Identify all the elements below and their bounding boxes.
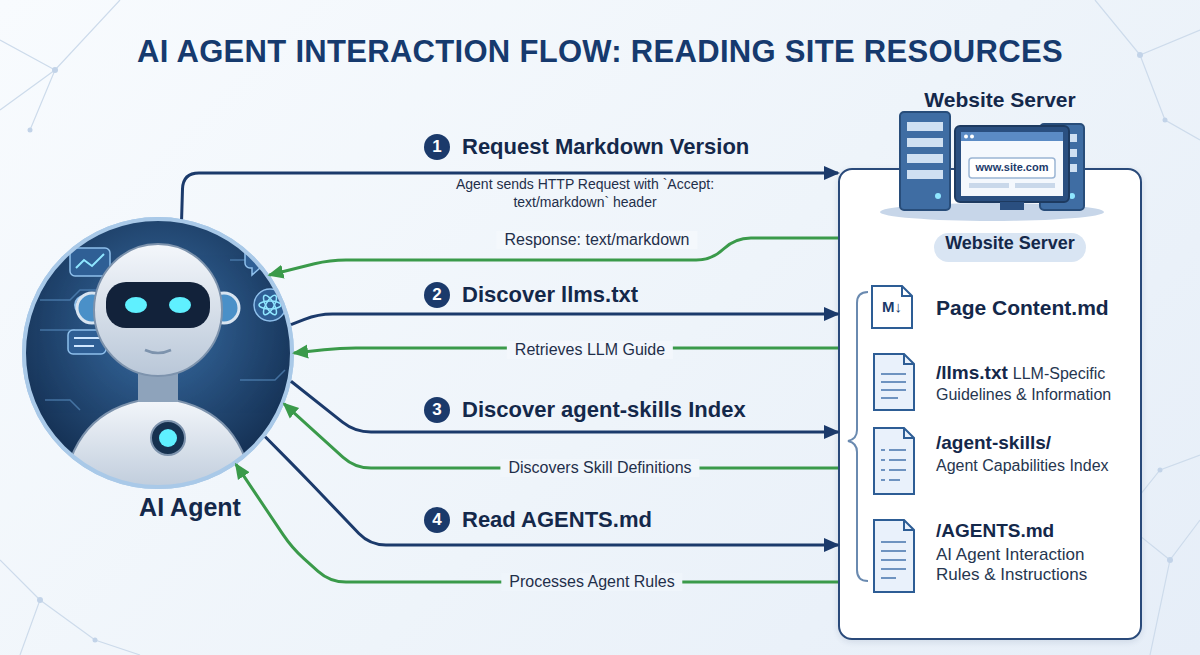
edge-label: Request Markdown Version xyxy=(462,134,749,160)
decor-circle xyxy=(1137,52,1143,58)
decor-line xyxy=(256,257,278,259)
decor-rect xyxy=(907,154,943,163)
decor-line xyxy=(256,250,284,252)
decor-circle xyxy=(1167,557,1173,563)
request-note: Agent sends HTTP Request with `Accept: t… xyxy=(455,176,715,211)
node-heading: /agent-skills/ xyxy=(936,432,1128,454)
node-heading: /llms.txt xyxy=(936,362,1008,383)
decor-rect xyxy=(1047,149,1077,157)
node-heading: Website Server xyxy=(848,88,1152,112)
edge-label: Retrieves LLM Guide xyxy=(507,341,673,359)
node-heading: /AGENTS.md xyxy=(936,520,1128,542)
node-body: Agent Capabilities Index xyxy=(936,457,1128,475)
decor-circle xyxy=(964,135,968,139)
request-arrow xyxy=(265,437,838,545)
agent-circle: AI Agent xyxy=(20,215,296,491)
node-heading: AI Agent xyxy=(115,493,265,522)
markdown-icon-text: M↓ xyxy=(872,298,912,315)
edge-label: Read AGENTS.md xyxy=(462,507,652,533)
text-block: /AGENTS.md AI Agent Interaction Rules & I… xyxy=(936,520,1128,585)
decor-rect xyxy=(907,138,943,147)
text-block: Page Content.md xyxy=(936,280,1136,336)
decor-circle xyxy=(37,597,43,603)
edge-label: Processes Agent Rules xyxy=(501,573,682,591)
callout-number: 3 xyxy=(424,397,450,423)
node-body: AI Agent Interaction Rules & Instruction… xyxy=(936,545,1128,585)
edge-label: Discovers Skill Definitions xyxy=(500,459,699,477)
text-block: /agent-skills/Agent Capabilities Index xyxy=(936,432,1128,475)
callout-number: 1 xyxy=(424,134,450,160)
decor-rect xyxy=(1047,134,1077,142)
file-item: Page Content.md xyxy=(868,280,1138,336)
server-container: Website ServerWebsite ServerPage Content… xyxy=(838,168,1142,640)
agent-circle-shape xyxy=(24,219,292,487)
response-arrow xyxy=(236,464,838,582)
decor-polyline xyxy=(0,560,40,655)
diagram-title: AI AGENT INTERACTION FLOW: READING SITE … xyxy=(10,34,1190,70)
edge-label: Response: text/markdown xyxy=(497,231,698,249)
decor-circle xyxy=(970,135,974,139)
decor-rect xyxy=(961,132,1063,141)
edge-label: Discover llms.txt xyxy=(462,282,638,308)
file-item: /agent-skills/Agent Capabilities Index xyxy=(868,424,1138,498)
decor-polyline xyxy=(1140,55,1200,140)
edge-label: Discover agent-skills Index xyxy=(462,397,746,423)
decor-polyline xyxy=(1150,520,1200,655)
request-arrow xyxy=(182,173,838,219)
decor-polyline xyxy=(1095,0,1200,55)
decor-circle xyxy=(1163,118,1168,123)
decor-circle xyxy=(93,638,98,643)
decor-polyline xyxy=(40,600,140,655)
decor-circle xyxy=(52,67,58,73)
node-heading: Page Content.md xyxy=(936,296,1109,320)
text-block: /llms.txtLLM-Specific Guidelines & Infor… xyxy=(936,362,1128,406)
callout-number: 4 xyxy=(424,507,450,533)
robot-ring xyxy=(24,219,292,487)
decor-polyline xyxy=(0,40,55,130)
circle-outline xyxy=(20,215,296,491)
file-item: /llms.txtLLM-Specific Guidelines & Infor… xyxy=(868,350,1138,416)
request-arrow xyxy=(291,381,838,432)
decor-polyline xyxy=(0,0,120,110)
file-item: /AGENTS.md AI Agent Interaction Rules & I… xyxy=(868,516,1138,600)
request-arrow xyxy=(291,314,838,325)
decor-circle xyxy=(1158,468,1163,473)
callout-number: 2 xyxy=(424,282,450,308)
server-pill: Website Server xyxy=(934,233,1086,262)
decor-rect xyxy=(907,122,943,131)
decor-circle xyxy=(28,128,33,133)
robot-illustration xyxy=(24,219,292,500)
decor-circle xyxy=(24,219,292,487)
url-text: www.site.com xyxy=(962,161,1062,173)
node-heading: Website Server xyxy=(934,233,1086,254)
